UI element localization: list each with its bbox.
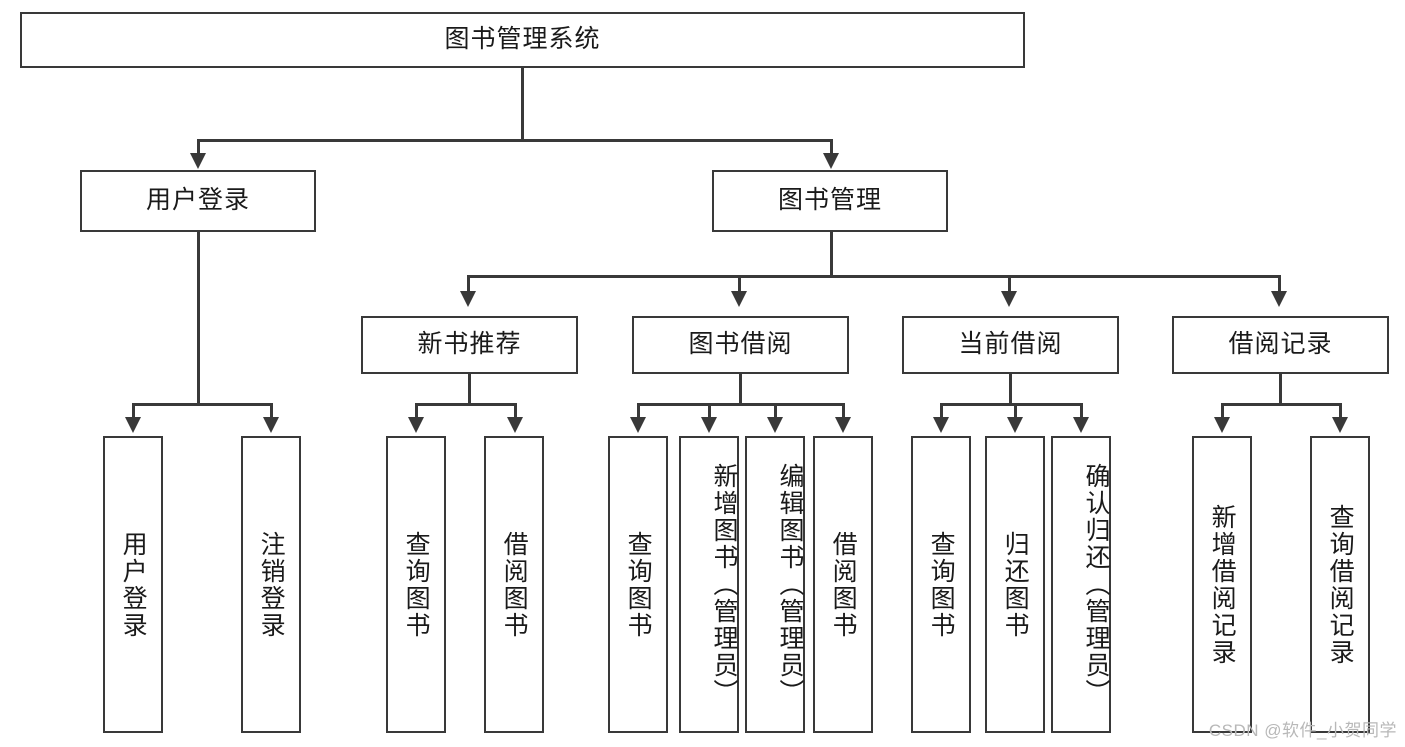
connector-borrow-stem — [739, 374, 742, 404]
connector-root-to-book-mgmt — [830, 139, 833, 157]
arrow-book-mgmt-to-borrow — [731, 291, 747, 307]
arrow-book-mgmt-to-current — [1001, 291, 1017, 307]
arrow-borrow-child-3 — [767, 417, 783, 433]
node-current-borrow[interactable]: 当前借阅 — [902, 316, 1119, 374]
node-book-management[interactable]: 图书管理 — [712, 170, 948, 232]
node-user-login[interactable]: 用户登录 — [80, 170, 316, 232]
connector-new-books-bus — [415, 403, 517, 406]
connector-new-books-stem — [468, 374, 471, 404]
arrow-records-child-2 — [1332, 417, 1348, 433]
connector-current-child-3 — [1080, 403, 1083, 419]
connector-current-stem — [1009, 374, 1012, 404]
connector-records-bus — [1221, 403, 1342, 406]
connector-records-child-1 — [1221, 403, 1224, 419]
arrow-book-mgmt-to-new-books — [460, 291, 476, 307]
connector-records-stem — [1279, 374, 1282, 404]
leaf-edit-book-admin[interactable]: 编辑图书（管理员） — [745, 436, 805, 733]
arrow-current-child-3 — [1073, 417, 1089, 433]
arrow-borrow-child-4 — [835, 417, 851, 433]
arrow-borrow-child-1 — [630, 417, 646, 433]
connector-current-child-1 — [940, 403, 943, 419]
leaf-user-login[interactable]: 用户登录 — [103, 436, 163, 733]
connector-borrow-child-2 — [708, 403, 711, 419]
connector-new-books-child-1 — [415, 403, 418, 419]
node-borrow-records[interactable]: 借阅记录 — [1172, 316, 1389, 374]
arrow-book-mgmt-to-records — [1271, 291, 1287, 307]
connector-borrow-bus — [637, 403, 844, 406]
arrow-new-books-child-1 — [408, 417, 424, 433]
arrow-user-login-child-2 — [263, 417, 279, 433]
arrow-user-login-child-1 — [125, 417, 141, 433]
connector-new-books-child-2 — [514, 403, 517, 419]
connector-current-child-2 — [1014, 403, 1017, 419]
connector-book-mgmt-to-borrow — [738, 275, 741, 295]
connector-borrow-child-1 — [637, 403, 640, 419]
leaf-confirm-return-admin[interactable]: 确认归还（管理员） — [1051, 436, 1111, 733]
leaf-user-logout[interactable]: 注销登录 — [241, 436, 301, 733]
leaf-add-book-admin[interactable]: 新增图书（管理员） — [679, 436, 739, 733]
leaf-query-books-borrow[interactable]: 查询图书 — [608, 436, 668, 733]
node-root[interactable]: 图书管理系统 — [20, 12, 1025, 68]
arrow-current-child-1 — [933, 417, 949, 433]
arrow-root-to-user-login — [190, 153, 206, 169]
connector-book-mgmt-stem — [830, 232, 833, 276]
connector-book-mgmt-to-current — [1008, 275, 1011, 295]
arrow-records-child-1 — [1214, 417, 1230, 433]
connector-book-mgmt-bus — [467, 275, 1280, 278]
leaf-return-books[interactable]: 归还图书 — [985, 436, 1045, 733]
connector-book-mgmt-to-records — [1278, 275, 1281, 295]
connector-root-to-user-login — [197, 139, 200, 157]
connector-user-login-child-2 — [270, 403, 273, 419]
connector-user-login-stem — [197, 232, 200, 404]
leaf-borrow-books[interactable]: 借阅图书 — [813, 436, 873, 733]
connector-root-bus — [197, 139, 833, 142]
node-new-book-recommend[interactable]: 新书推荐 — [361, 316, 578, 374]
connector-borrow-child-3 — [774, 403, 777, 419]
arrow-borrow-child-2 — [701, 417, 717, 433]
leaf-borrow-books-new[interactable]: 借阅图书 — [484, 436, 544, 733]
leaf-query-borrow-record[interactable]: 查询借阅记录 — [1310, 436, 1370, 733]
connector-user-login-bus — [132, 403, 272, 406]
arrow-root-to-book-mgmt — [823, 153, 839, 169]
leaf-query-books-new[interactable]: 查询图书 — [386, 436, 446, 733]
connector-user-login-child-1 — [132, 403, 135, 419]
connector-book-mgmt-to-new-books — [467, 275, 470, 295]
connector-current-bus — [940, 403, 1082, 406]
connector-records-child-2 — [1339, 403, 1342, 419]
leaf-add-borrow-record[interactable]: 新增借阅记录 — [1192, 436, 1252, 733]
node-book-borrow[interactable]: 图书借阅 — [632, 316, 849, 374]
arrow-new-books-child-2 — [507, 417, 523, 433]
arrow-current-child-2 — [1007, 417, 1023, 433]
leaf-query-books-current[interactable]: 查询图书 — [911, 436, 971, 733]
connector-borrow-child-4 — [842, 403, 845, 419]
connector-root-stem — [521, 68, 524, 140]
